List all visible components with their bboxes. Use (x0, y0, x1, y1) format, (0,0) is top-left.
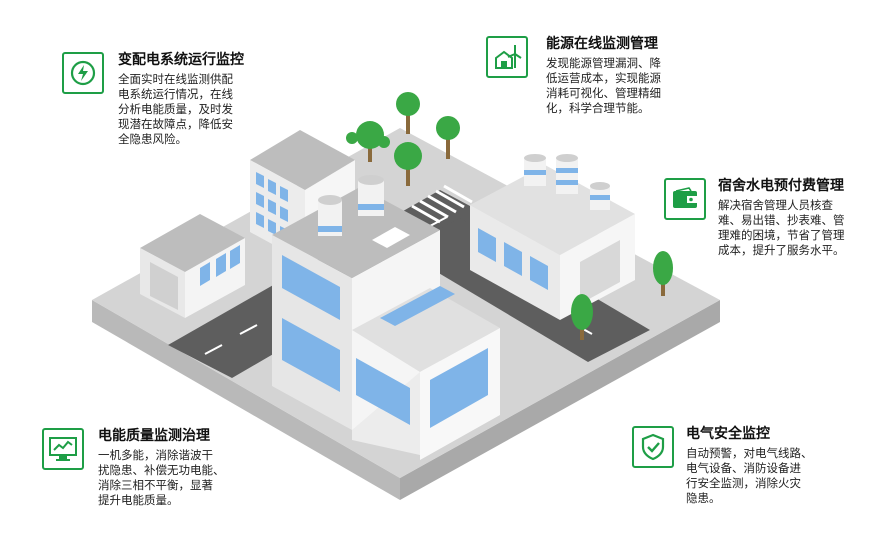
feature-safety: 电气安全监控 自动预警，对电气线路、 电气设备、消防设备进 行安全监测，消除火灾… (632, 426, 832, 516)
feature-energy-monitoring: 能源在线监测管理 发现能源管理漏洞、降 低运营成本，实现能源 消耗可视化、管理精… (486, 36, 686, 126)
feature-description: 发现能源管理漏洞、降 低运营成本，实现能源 消耗可视化、管理精细 化，科学合理节… (546, 56, 661, 115)
feature-power-quality: 电能质量监测治理 一机多能，消除谐波干 扰隐患、补偿无功电能、 消除三相不平衡，… (42, 428, 242, 518)
feature-description: 一机多能，消除谐波干 扰隐患、补偿无功电能、 消除三相不平衡，显著 提升电能质量… (98, 448, 225, 507)
feature-description: 自动预警，对电气线路、 电气设备、消防设备进 行安全监测，消除火灾 隐患。 (686, 446, 813, 505)
monitor-chart-icon (42, 428, 84, 470)
shield-check-icon (632, 426, 674, 468)
feature-title: 宿舍水电预付费管理 (718, 178, 844, 194)
garage-building (140, 214, 245, 318)
feature-title: 电能质量监测治理 (98, 428, 210, 444)
feature-power-monitoring: 变配电系统运行监控 全面实时在线监测供配 电系统运行情况，在线 分析电能质量，及… (62, 52, 262, 152)
ground-side-left (92, 300, 400, 500)
lightning-circle-icon (62, 52, 104, 94)
feature-title: 变配电系统运行监控 (118, 52, 244, 68)
crosswalk (411, 184, 473, 224)
trees (346, 92, 673, 340)
feature-description: 解决宿舍管理人员核查 难、易出错、抄表难、管 理难的困境，节省了管理 成本，提升… (718, 198, 845, 257)
ground-side-right (400, 300, 720, 500)
wallet-icon (664, 178, 706, 220)
feature-description: 全面实时在线监测供配 电系统运行情况，在线 分析电能质量，及时发 现潜在故障点，… (118, 72, 233, 146)
feature-title: 能源在线监测管理 (546, 36, 658, 52)
factory-building-right (470, 154, 635, 320)
feature-prepaid: 宿舍水电预付费管理 解决宿舍管理人员核查 难、易出错、抄表难、管 理难的困境，节… (664, 178, 874, 268)
chimneys (524, 154, 610, 210)
feature-title: 电气安全监控 (686, 426, 770, 442)
wind-turbine-house-icon (486, 36, 528, 78)
main-building (272, 175, 500, 460)
